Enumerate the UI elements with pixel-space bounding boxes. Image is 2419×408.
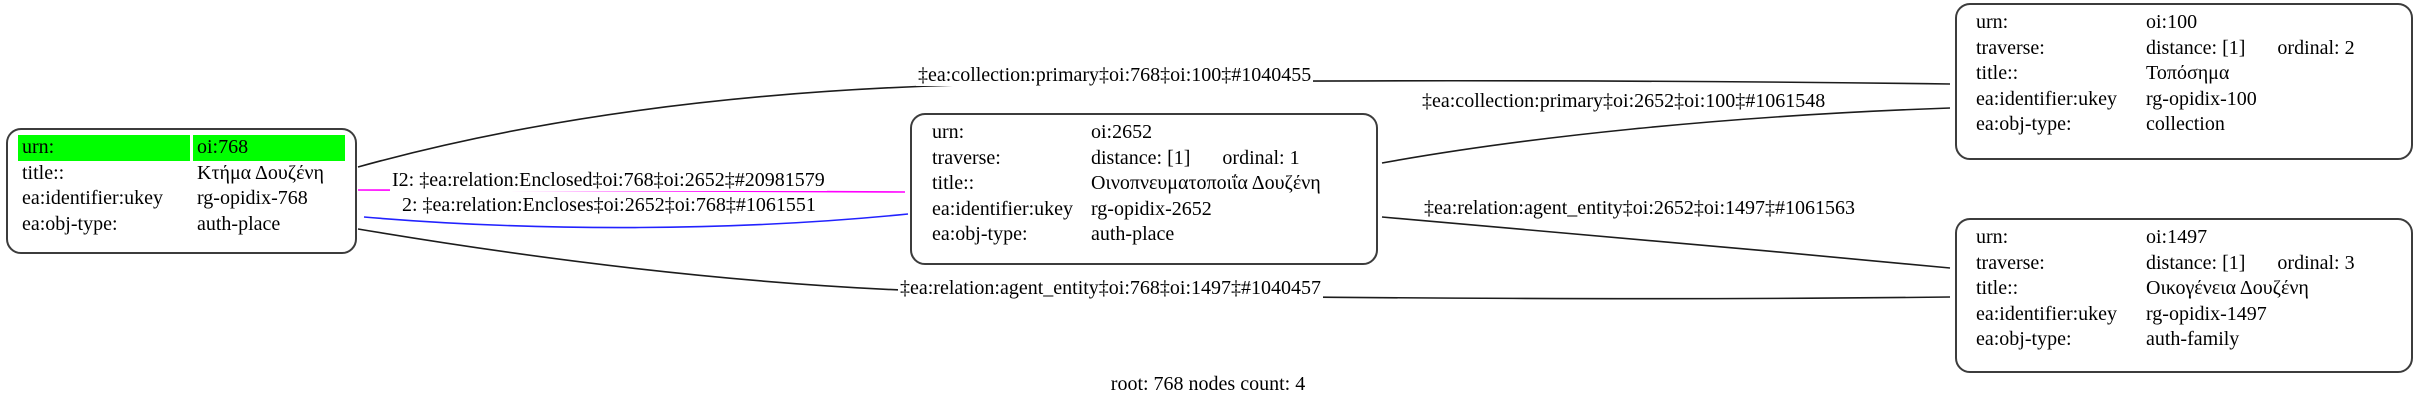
table-row-title: title:: Οινοπνευματοποιΐα Δουζένη bbox=[928, 171, 1366, 197]
table-row-title: title:: Τοπόσημα bbox=[1972, 61, 2401, 87]
table-row-traverse: traverse: distance: [1] ordinal: 1 bbox=[928, 146, 1366, 172]
edge-label-relation-enclosed-768-2652: I2: ‡ea:relation:Enclosed‡oi:768‡oi:2652… bbox=[390, 169, 827, 191]
field-key: title:: bbox=[1976, 277, 2019, 299]
table-row-urn: urn: oi:1497 bbox=[1972, 225, 2401, 251]
field-key: ea:identifier:ukey bbox=[22, 187, 164, 209]
field-value: collection bbox=[2146, 113, 2225, 135]
field-value: auth-family bbox=[2146, 328, 2240, 350]
field-value: oi:100 bbox=[2146, 11, 2198, 33]
field-key: urn: bbox=[1976, 11, 2009, 33]
field-value: distance: [1] ordinal: 3 bbox=[2142, 251, 2401, 277]
field-key: title:: bbox=[932, 172, 975, 194]
field-key: ea:obj-type: bbox=[1976, 328, 2072, 350]
edge-label-agent-entity-2652-1497: ‡ea:relation:agent_entity‡oi:2652‡oi:149… bbox=[1422, 197, 1858, 219]
edge-label-collection-primary-2652-100: ‡ea:collection:primary‡oi:2652‡oi:100‡#1… bbox=[1420, 90, 1828, 112]
table-row-traverse: traverse: distance: [1] ordinal: 2 bbox=[1972, 36, 2401, 62]
edge-collection-2652-100 bbox=[1381, 107, 1951, 164]
field-value: oi:2652 bbox=[1091, 121, 1153, 143]
field-value: auth-place bbox=[1091, 223, 1175, 245]
table-row-objtype: ea:obj-type: auth-place bbox=[18, 212, 345, 238]
field-key: ea:obj-type: bbox=[932, 223, 1028, 245]
field-key: ea:obj-type: bbox=[22, 212, 118, 235]
table-row-identifier: ea:identifier:ukey rg-opidix-1497 bbox=[1972, 302, 2401, 328]
traverse-distance: distance: [1] bbox=[1091, 146, 1191, 169]
edge-relation-encloses-2652-768 bbox=[363, 213, 909, 229]
traverse-distance: distance: [1] bbox=[2146, 251, 2246, 274]
table-row-identifier: ea:identifier:ukey rg-opidix-100 bbox=[1972, 87, 2401, 113]
field-key: traverse: bbox=[1976, 36, 2045, 59]
field-key: urn: bbox=[18, 135, 190, 161]
field-value: rg-opidix-100 bbox=[2146, 87, 2257, 110]
field-key: title:: bbox=[1976, 62, 2019, 84]
table-row-identifier: ea:identifier:ukey rg-opidix-768 bbox=[18, 186, 345, 212]
node-oi-100[interactable]: urn: oi:100 traverse: distance: [1] ordi… bbox=[1955, 3, 2413, 160]
table-row-urn: urn: oi:100 bbox=[1972, 10, 2401, 36]
table-row-objtype: ea:obj-type: collection bbox=[1972, 112, 2401, 138]
table-row-traverse: traverse: distance: [1] ordinal: 3 bbox=[1972, 251, 2401, 277]
table-row-identifier: ea:identifier:ukey rg-opidix-2652 bbox=[928, 197, 1366, 223]
graph-caption: root: 768 nodes count: 4 bbox=[1110, 373, 1306, 395]
field-value: rg-opidix-1497 bbox=[2146, 302, 2267, 325]
field-value: rg-opidix-2652 bbox=[1091, 197, 1212, 220]
field-value: distance: [1] ordinal: 1 bbox=[1087, 146, 1366, 172]
table-row-objtype: ea:obj-type: auth-family bbox=[1972, 327, 2401, 353]
field-key: traverse: bbox=[932, 146, 1001, 169]
field-value: distance: [1] ordinal: 2 bbox=[2142, 36, 2401, 62]
field-key: title:: bbox=[22, 161, 65, 184]
edge-label-collection-primary-768-100: ‡ea:collection:primary‡oi:768‡oi:100‡#10… bbox=[916, 64, 1314, 86]
table-row-urn: urn: oi:768 bbox=[18, 135, 345, 161]
field-key: ea:identifier:ukey bbox=[932, 197, 1074, 220]
field-key: traverse: bbox=[1976, 251, 2045, 274]
field-value: oi:768 bbox=[193, 135, 345, 161]
field-value: Οικογένεια Δουζένη bbox=[2146, 277, 2309, 299]
traverse-ordinal: ordinal: 1 bbox=[1222, 146, 1300, 169]
edge-agent-entity-2652-1497 bbox=[1381, 216, 1951, 269]
field-key: ea:identifier:ukey bbox=[1976, 87, 2118, 110]
table-row-urn: urn: oi:2652 bbox=[928, 120, 1366, 146]
edge-label-agent-entity-768-1497: ‡ea:relation:agent_entity‡oi:768‡oi:1497… bbox=[898, 277, 1324, 299]
field-key: urn: bbox=[1976, 226, 2009, 248]
field-value: auth-place bbox=[197, 212, 281, 235]
traverse-ordinal: ordinal: 2 bbox=[2277, 36, 2355, 59]
traverse-distance: distance: [1] bbox=[2146, 36, 2246, 59]
node-oi-1497[interactable]: urn: oi:1497 traverse: distance: [1] ord… bbox=[1955, 218, 2413, 373]
table-row-objtype: ea:obj-type: auth-place bbox=[928, 222, 1366, 248]
node-oi-2652[interactable]: urn: oi:2652 traverse: distance: [1] ord… bbox=[910, 113, 1378, 265]
edge-label-relation-encloses-2652-768: 2: ‡ea:relation:Encloses‡oi:2652‡oi:768‡… bbox=[400, 194, 818, 216]
field-value: Κτήμα Δουζένη bbox=[197, 161, 324, 184]
field-key: ea:obj-type: bbox=[1976, 113, 2072, 135]
table-row-title: title:: Κτήμα Δουζένη bbox=[18, 161, 345, 187]
field-value: Οινοπνευματοποιΐα Δουζένη bbox=[1091, 172, 1321, 194]
field-key: ea:identifier:ukey bbox=[1976, 302, 2118, 325]
field-value: oi:1497 bbox=[2146, 226, 2208, 248]
field-key: urn: bbox=[932, 121, 965, 143]
field-value: Τοπόσημα bbox=[2146, 62, 2230, 84]
node-oi-768[interactable]: urn: oi:768 title:: Κτήμα Δουζένη ea:ide… bbox=[6, 128, 357, 254]
traverse-ordinal: ordinal: 3 bbox=[2277, 251, 2355, 274]
field-value: rg-opidix-768 bbox=[197, 187, 308, 209]
table-row-title: title:: Οικογένεια Δουζένη bbox=[1972, 276, 2401, 302]
